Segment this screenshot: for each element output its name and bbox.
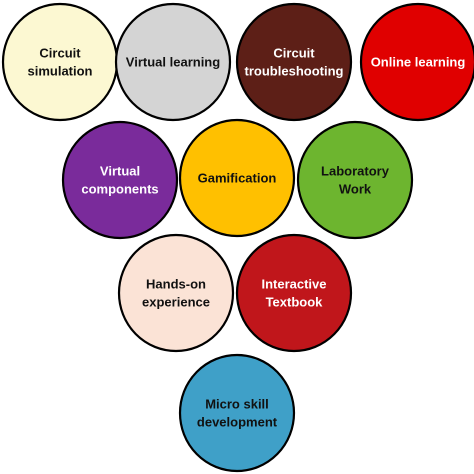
node-circle-circuit-troubleshooting [235, 2, 353, 122]
node-label-circuit-simulation: Circuit [39, 45, 81, 60]
node-label-interactive-textbook: Textbook [266, 294, 324, 309]
node-label-gamification: Gamification [198, 170, 277, 185]
node-circle-circuit-simulation [1, 2, 119, 122]
node-virtual-components: Virtual components [61, 120, 179, 240]
node-circuit-troubleshooting: Circuit troubleshooting [235, 2, 353, 122]
node-circle-online-learning [359, 2, 474, 122]
node-micro-skill-development: Micro skill development [178, 353, 296, 473]
node-gamification: Gamification [178, 118, 296, 238]
node-circle-virtual-components [61, 120, 179, 240]
node-label-online-learning: Online learning [371, 54, 466, 69]
node-label-laboratory-work: Work [339, 181, 372, 196]
node-circle-interactive-textbook [235, 233, 353, 353]
node-label-interactive-textbook: Interactive [261, 276, 326, 291]
node-label-circuit-simulation: simulation [27, 63, 92, 78]
node-online-learning: Online learning [359, 2, 474, 122]
node-virtual-learning: Virtual learning [114, 2, 232, 122]
node-label-micro-skill-development: development [197, 414, 278, 429]
node-label-virtual-components: components [81, 181, 158, 196]
node-label-laboratory-work: Laboratory [321, 163, 390, 178]
node-hands-on-experience: Hands-on experience [117, 233, 235, 353]
node-label-circuit-troubleshooting: troubleshooting [245, 63, 344, 78]
node-circle-hands-on-experience [117, 233, 235, 353]
node-label-virtual-components: Virtual [100, 163, 140, 178]
node-label-micro-skill-development: Micro skill [205, 396, 269, 411]
node-circle-virtual-learning [114, 2, 232, 122]
node-circle-gamification [178, 118, 296, 238]
node-label-hands-on-experience: experience [142, 294, 210, 309]
node-label-circuit-troubleshooting: Circuit [273, 45, 315, 60]
node-circle-laboratory-work [296, 120, 414, 240]
node-label-hands-on-experience: Hands-on [146, 276, 206, 291]
node-circuit-simulation: Circuit simulation [1, 2, 119, 122]
node-circle-micro-skill-development [178, 353, 296, 473]
node-label-virtual-learning: Virtual learning [126, 54, 220, 69]
